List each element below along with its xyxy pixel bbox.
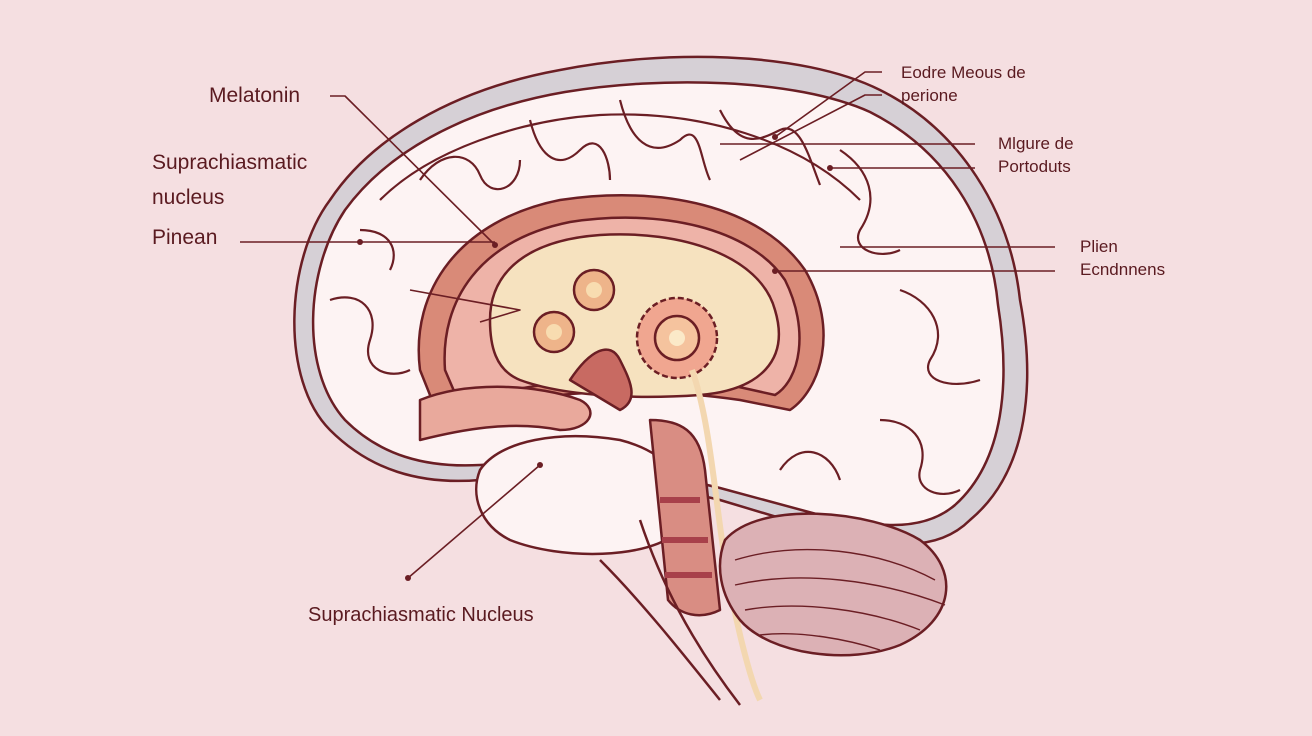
- label-ecndnnens: Ecndnnens: [1080, 260, 1166, 279]
- label-plien: Plien: [1080, 237, 1118, 256]
- label-scn-line2: nucleus: [152, 186, 225, 209]
- label-migure-line2: Portoduts: [998, 157, 1071, 176]
- label-eodre-line2: perione: [901, 86, 958, 105]
- brainstem: [648, 418, 722, 617]
- label-eodre-line1: Eodre Meous de: [901, 63, 1026, 82]
- label-migure-line1: Mlgure de: [998, 134, 1074, 153]
- label-melatonin: Melatonin: [209, 84, 301, 107]
- label-scn-bottom: Suprachiasmatic Nucleus: [308, 604, 534, 626]
- label-pinean: Pinean: [152, 226, 218, 249]
- label-scn-line1: Suprachiasmatic: [152, 151, 308, 174]
- cerebellum: [718, 512, 948, 657]
